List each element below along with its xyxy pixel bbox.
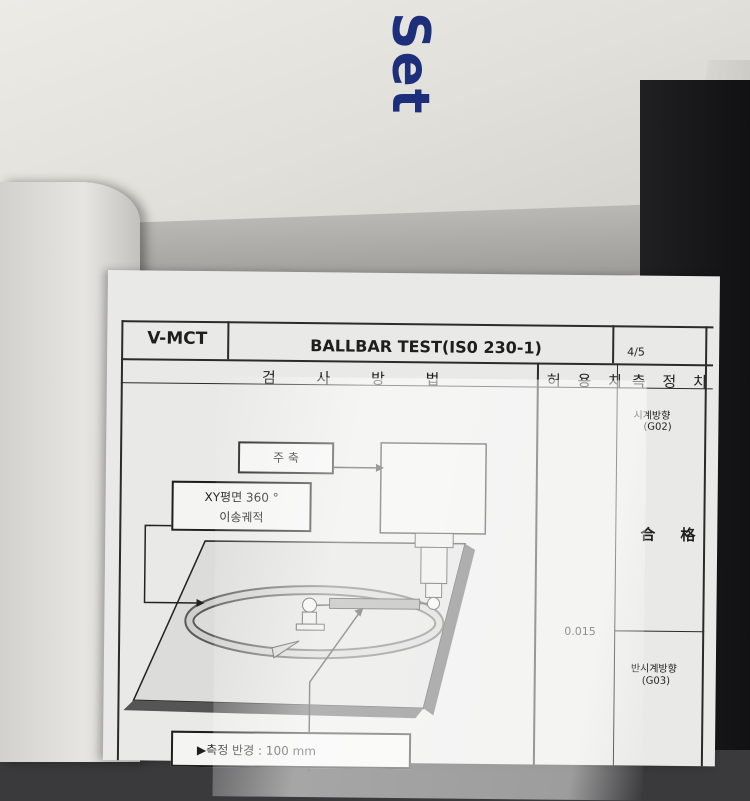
ball-mount xyxy=(301,611,317,625)
grid-line xyxy=(121,320,714,329)
grid-line xyxy=(614,630,705,633)
box-brand-text: Set xyxy=(380,12,440,116)
ballbar-tube xyxy=(328,597,421,610)
counter-code: (G03) xyxy=(641,675,671,687)
machine-code: V-MCT xyxy=(147,328,208,350)
col-measured-header: 측 정 치 xyxy=(631,372,713,392)
grid-line xyxy=(116,320,124,761)
spindle-collar xyxy=(414,532,454,549)
radius-label-text: ▶측정 반경 : 100 mm xyxy=(196,742,317,759)
path-connector xyxy=(143,524,197,604)
spindle-label-text: 주 축 xyxy=(273,450,300,466)
path-label: XY평면 360 ° 이송궤적 xyxy=(171,480,312,533)
ball-base xyxy=(295,623,325,631)
tolerance-value: 0.015 xyxy=(564,624,596,639)
clockwise-code: (G02) xyxy=(643,421,672,433)
ball-left xyxy=(302,597,318,613)
result-pass: 合 格 xyxy=(640,525,706,545)
clockwise-label: 시계방향 xyxy=(633,410,671,422)
page-number: 4/5 xyxy=(627,345,645,359)
grid-line xyxy=(227,321,230,360)
grid-line xyxy=(612,325,615,364)
spindle-tip xyxy=(425,582,443,599)
test-title: BALLBAR TEST(IS0 230-1) xyxy=(310,336,543,358)
ballbar-diagram: 주 축 XY평면 360 ° 이송궤적 ▶측정 반경 : 100 mm xyxy=(123,410,547,774)
spindle-head xyxy=(379,442,487,535)
diagram-drawing xyxy=(123,442,487,773)
path-label-line2: 이송궤적 xyxy=(219,510,264,525)
col-tolerance-header: 허 용 치 xyxy=(546,371,628,391)
path-label-line1: XY평면 360 ° xyxy=(204,490,279,505)
grid-line xyxy=(121,358,714,367)
grid-line xyxy=(612,363,619,766)
ball-right xyxy=(427,596,441,610)
col-method-header: 검 사 방 법 xyxy=(261,368,458,389)
inspection-sheet: V-MCT BALLBAR TEST(IS0 230-1) 4/5 검 사 방 … xyxy=(102,270,720,801)
counter-label: 반시계방향 xyxy=(630,663,677,675)
spindle-body xyxy=(420,546,448,585)
spindle-label: 주 축 xyxy=(237,441,335,475)
